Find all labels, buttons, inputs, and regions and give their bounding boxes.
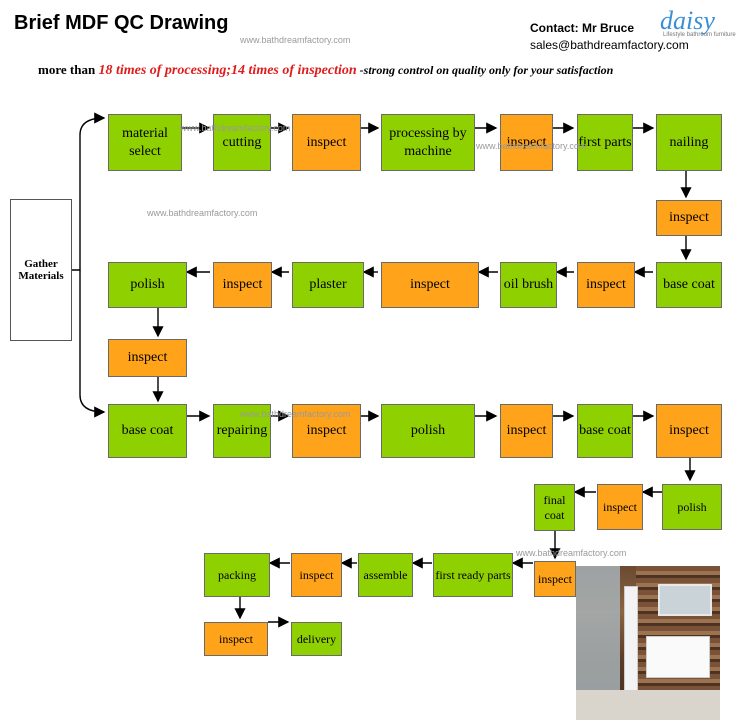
step-packing: packing [204, 553, 270, 597]
step-first-parts: first parts [577, 114, 633, 171]
page-title: Brief MDF QC Drawing [14, 12, 229, 34]
step-base-coat: base coat [656, 262, 722, 308]
step-inspect: inspect [204, 622, 268, 656]
step-polish: polish [381, 404, 475, 458]
step-inspect: inspect [108, 339, 187, 377]
gather-materials-box: Gather Materials [10, 199, 72, 341]
bathroom-furniture-photo [576, 566, 720, 720]
step-inspect: inspect [656, 200, 722, 236]
step-inspect: inspect [500, 114, 553, 171]
step-material-select: material select [108, 114, 182, 171]
contact-name: Contact: Mr Bruce [530, 21, 635, 35]
step-cutting: cutting [213, 114, 271, 171]
step-inspect: inspect [291, 553, 342, 597]
watermark: www.bathdreamfactory.com [476, 141, 587, 151]
step-inspect: inspect [577, 262, 635, 308]
step-nailing: nailing [656, 114, 722, 171]
daisy-logo: daisy [660, 6, 715, 35]
step-inspect: inspect [597, 484, 643, 530]
step-polish: polish [662, 484, 722, 530]
step-inspect: inspect [381, 262, 479, 308]
logo-tagline: Lifestyle bathroom furniture [663, 32, 736, 38]
step-oil-brush: oil brush [500, 262, 557, 308]
contact-email: sales@bathdreamfactory.com [530, 38, 689, 52]
step-inspect: inspect [292, 404, 361, 458]
watermark: www.bathdreamfactory.com [516, 548, 627, 558]
watermark: www.bathdreamfactory.com [147, 208, 258, 218]
step-first-ready-parts: first ready parts [433, 553, 513, 597]
step-base-coat: base coat [108, 404, 187, 458]
watermark: www.bathdreamfactory.com [240, 409, 351, 419]
tagline-suffix: -strong control on quality only for your… [356, 63, 614, 77]
watermark: www.bathdreamfactory.com [240, 35, 351, 45]
step-processing-by-machine: processing by machine [381, 114, 475, 171]
step-assemble: assemble [358, 553, 413, 597]
watermark: www.bathdreamfactory.com [180, 123, 291, 133]
step-delivery: delivery [291, 622, 342, 656]
step-plaster: plaster [292, 262, 364, 308]
step-repairing: repairing [213, 404, 271, 458]
tagline-prefix: more than [38, 62, 99, 77]
step-polish: polish [108, 262, 187, 308]
tagline: more than 18 times of processing;14 time… [38, 62, 738, 79]
step-base-coat: base coat [577, 404, 633, 458]
step-inspect: inspect [500, 404, 553, 458]
step-inspect: inspect [656, 404, 722, 458]
step-inspect: inspect [292, 114, 361, 171]
tagline-highlight: 18 times of processing;14 times of inspe… [98, 63, 357, 78]
step-final-coat: final coat [534, 484, 575, 531]
step-inspect: inspect [534, 561, 576, 597]
step-inspect: inspect [213, 262, 272, 308]
